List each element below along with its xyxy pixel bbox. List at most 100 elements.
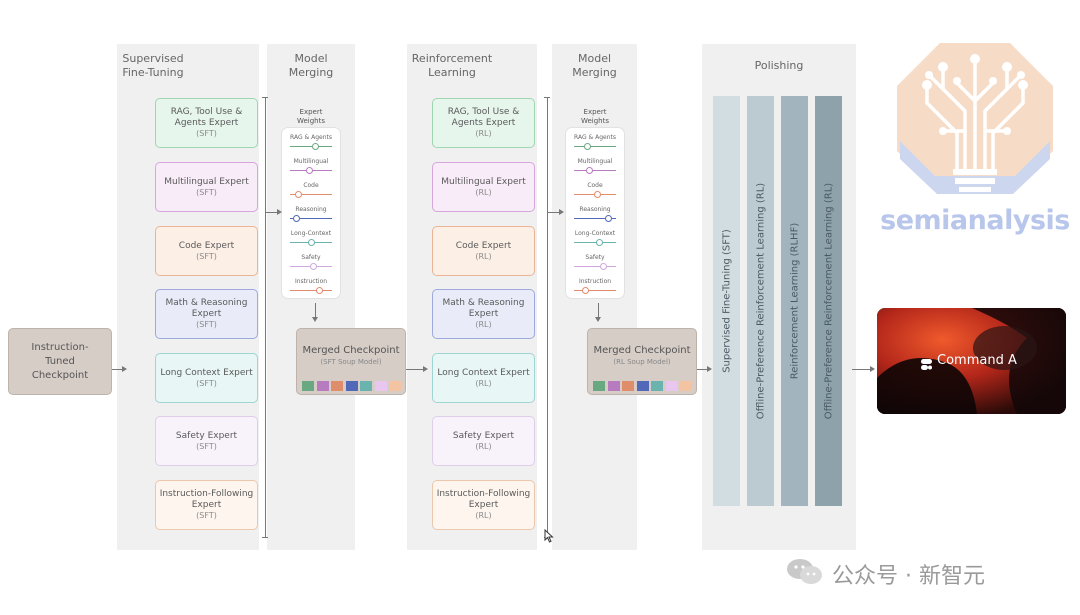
soup-color-swatch: [331, 381, 343, 391]
expert-name: Code Expert: [455, 240, 512, 251]
expert-tag: (SFT): [196, 187, 217, 197]
polishing-stage-bar: Offline-Preference Reinforcement Learnin…: [815, 96, 842, 506]
expert-tag: (RL): [475, 129, 492, 138]
weight-slider-handle: [310, 263, 318, 270]
expert-name: RAG, Tool Use & Agents Expert: [170, 107, 243, 128]
rl-title: Reinforcement Learning: [411, 52, 493, 79]
expert-name: Multilingual Expert: [441, 176, 526, 187]
expert-box: Code Expert(SFT): [155, 226, 258, 276]
soup-color-swatch: [622, 381, 634, 391]
expert-box: Multilingual Expert(RL): [432, 162, 535, 212]
card-background-art: [877, 308, 1066, 414]
weight-slider-track: [574, 266, 616, 267]
expert-tag: (SFT): [196, 441, 217, 451]
weight-slider-handle: [585, 167, 593, 174]
weight-label: Multilingual: [293, 158, 329, 165]
merge1-title: Model Merging: [288, 52, 334, 79]
expert-box: Multilingual Expert(SFT): [155, 162, 258, 212]
expert-box: Safety Expert(RL): [432, 416, 535, 466]
weight-label: Reasoning: [295, 206, 327, 213]
soup-color-swatch: [345, 381, 358, 391]
expert-box: Instruction-Following Expert(RL): [432, 480, 535, 530]
expert-tag: (SFT): [196, 378, 217, 388]
expert-box: Long Context Expert(SFT): [155, 353, 258, 403]
rl-bracket: [547, 97, 548, 537]
polishing-stage-bar: Supervised Fine-Tuning (SFT): [713, 96, 740, 506]
command-a-logo-icon: [921, 355, 932, 370]
expert-tag: (RL): [475, 441, 492, 451]
sft-bracket: [265, 97, 266, 537]
command-a-card: Command A: [877, 308, 1066, 414]
soup-color-swatch: [665, 381, 678, 391]
expert-name: Multilingual Expert: [164, 176, 249, 187]
sft-title: Supervised Fine-Tuning: [122, 52, 184, 79]
arrowhead-icon: [277, 209, 282, 215]
weight-slider-handle: [305, 167, 313, 174]
watermark-text: 公众号 · 新智元: [832, 564, 985, 589]
mouse-cursor-icon: [544, 529, 554, 543]
arrowhead-icon: [423, 366, 428, 372]
soup-color-swatch: [680, 381, 692, 391]
soup-color-swatch: [593, 381, 605, 391]
soup-color-swatch: [302, 381, 314, 391]
expert-tag: (SFT): [196, 251, 217, 261]
weight-slider-handle: [308, 239, 315, 246]
bracket-cap: [262, 97, 268, 98]
expert-name: Long Context Expert: [160, 367, 253, 378]
merged-checkpoint-rl: Merged Checkpoint (RL Soup Model): [587, 328, 697, 395]
weight-slider-handle: [604, 215, 612, 222]
expert-name: Code Expert: [178, 240, 235, 251]
arrowhead-icon: [559, 209, 564, 215]
semianalysis-logo-text: semianalysis: [880, 205, 1070, 236]
weight-slider-track: [290, 194, 332, 195]
expert-tag: (SFT): [196, 129, 217, 138]
soup-color-swatch: [636, 381, 649, 391]
polishing-title: Polishing: [754, 59, 804, 72]
expert-name: Math & Reasoning Expert: [165, 298, 248, 319]
polishing-stage-bar: Offline-Preference Reinforcement Learnin…: [747, 96, 774, 506]
weight-label: Safety: [301, 254, 321, 261]
weight-slider-track: [574, 290, 616, 291]
polishing-stage-label: Reinforcement Learning (RLHF): [789, 222, 800, 380]
arrow-weights-to-merged1: [315, 303, 316, 317]
expert-tag: (SFT): [196, 320, 217, 329]
polishing-stage-label: Offline-Preference Reinforcement Learnin…: [755, 182, 766, 420]
merged-checkpoint-label: Merged Checkpoint: [302, 345, 400, 356]
expert-tag: (RL): [475, 251, 492, 261]
expert-tag: (RL): [475, 187, 492, 197]
weight-label: Code: [587, 182, 603, 189]
weight-slider-track: [574, 170, 616, 171]
expert-name: Safety Expert: [175, 430, 238, 441]
expert-tag: (RL): [475, 320, 492, 329]
arrowhead-icon: [312, 317, 318, 322]
weight-slider-handle: [583, 143, 591, 150]
weight-slider-handle: [581, 287, 589, 294]
expert-weights-title: Expert Weights: [296, 108, 326, 125]
input-checkpoint-label: Instruction-Tuned Checkpoint: [31, 341, 89, 381]
arrowhead-icon: [122, 366, 127, 372]
weight-slider-track: [290, 290, 332, 291]
expert-tag: (SFT): [196, 511, 217, 520]
merged-checkpoint-sft: Merged Checkpoint (SFT Soup Model): [296, 328, 406, 395]
wechat-icon: [786, 557, 824, 591]
weight-label: Long-Context: [574, 230, 616, 237]
soup-color-swatch: [316, 381, 329, 391]
command-a-label: Command A: [937, 353, 1017, 368]
arrowhead-icon: [870, 366, 875, 372]
weight-slider-track: [574, 146, 616, 147]
expert-weights-title: Expert Weights: [580, 108, 610, 125]
weight-label: Reasoning: [579, 206, 611, 213]
weight-slider-handle: [600, 263, 608, 270]
merged-checkpoint-sublabel: (RL Soup Model): [613, 358, 671, 366]
arrow-merged1-to-rl: [406, 369, 423, 370]
merged-checkpoint-sublabel: (SFT Soup Model): [320, 358, 382, 366]
weight-slider-handle: [594, 191, 602, 198]
expert-name: Math & Reasoning Expert: [442, 298, 525, 319]
expert-name: RAG, Tool Use & Agents Expert: [447, 107, 520, 128]
soup-color-swatch: [389, 381, 401, 391]
arrowhead-icon: [595, 317, 601, 322]
weight-slider-handle: [293, 215, 301, 222]
arrow-merged2-to-polishing: [697, 369, 707, 370]
expert-name: Safety Expert: [452, 430, 515, 441]
